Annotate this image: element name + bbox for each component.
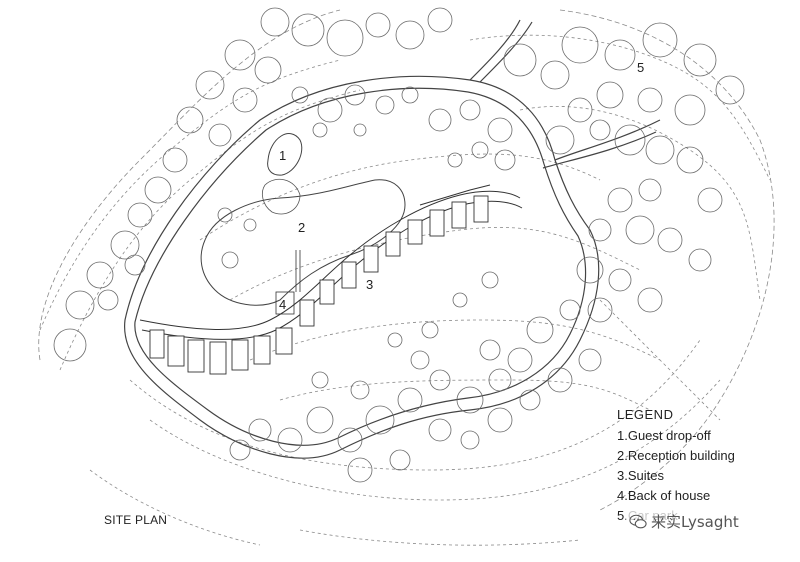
trees — [53, 7, 745, 483]
label-car-park: 5 — [637, 60, 645, 75]
reception-courtyard — [261, 178, 301, 215]
legend-item-reception-building: 2.Reception building — [617, 448, 735, 463]
label-guest-drop-off: 1 — [279, 148, 287, 163]
legend-item-guest-drop-off: 1.Guest drop-off — [617, 428, 711, 443]
label-reception-building: 2 — [298, 220, 306, 235]
legend-item-suites: 3.Suites — [617, 468, 664, 483]
guest-drop-off-shape — [267, 133, 303, 176]
label-suites: 3 — [366, 277, 374, 292]
reception-building-shape — [200, 179, 406, 306]
wechat-icon — [629, 514, 647, 528]
legend-title: LEGEND — [617, 407, 674, 422]
watermark-text: 来实Lysaght — [651, 513, 739, 531]
site-plan-title: SITE PLAN — [104, 513, 168, 527]
back-of-house — [275, 250, 301, 315]
contour-lines — [39, 34, 771, 546]
label-back-of-house: 4 — [279, 297, 287, 312]
site-boundary — [38, 9, 775, 511]
legend-item-back-of-house: 4.Back of house — [617, 488, 711, 503]
access-road — [124, 19, 661, 459]
watermark: 来实Lysaght — [626, 510, 742, 533]
legend: LEGEND 1.Guest drop-off 2.Reception buil… — [617, 407, 735, 526]
suite-blocks — [149, 195, 489, 375]
